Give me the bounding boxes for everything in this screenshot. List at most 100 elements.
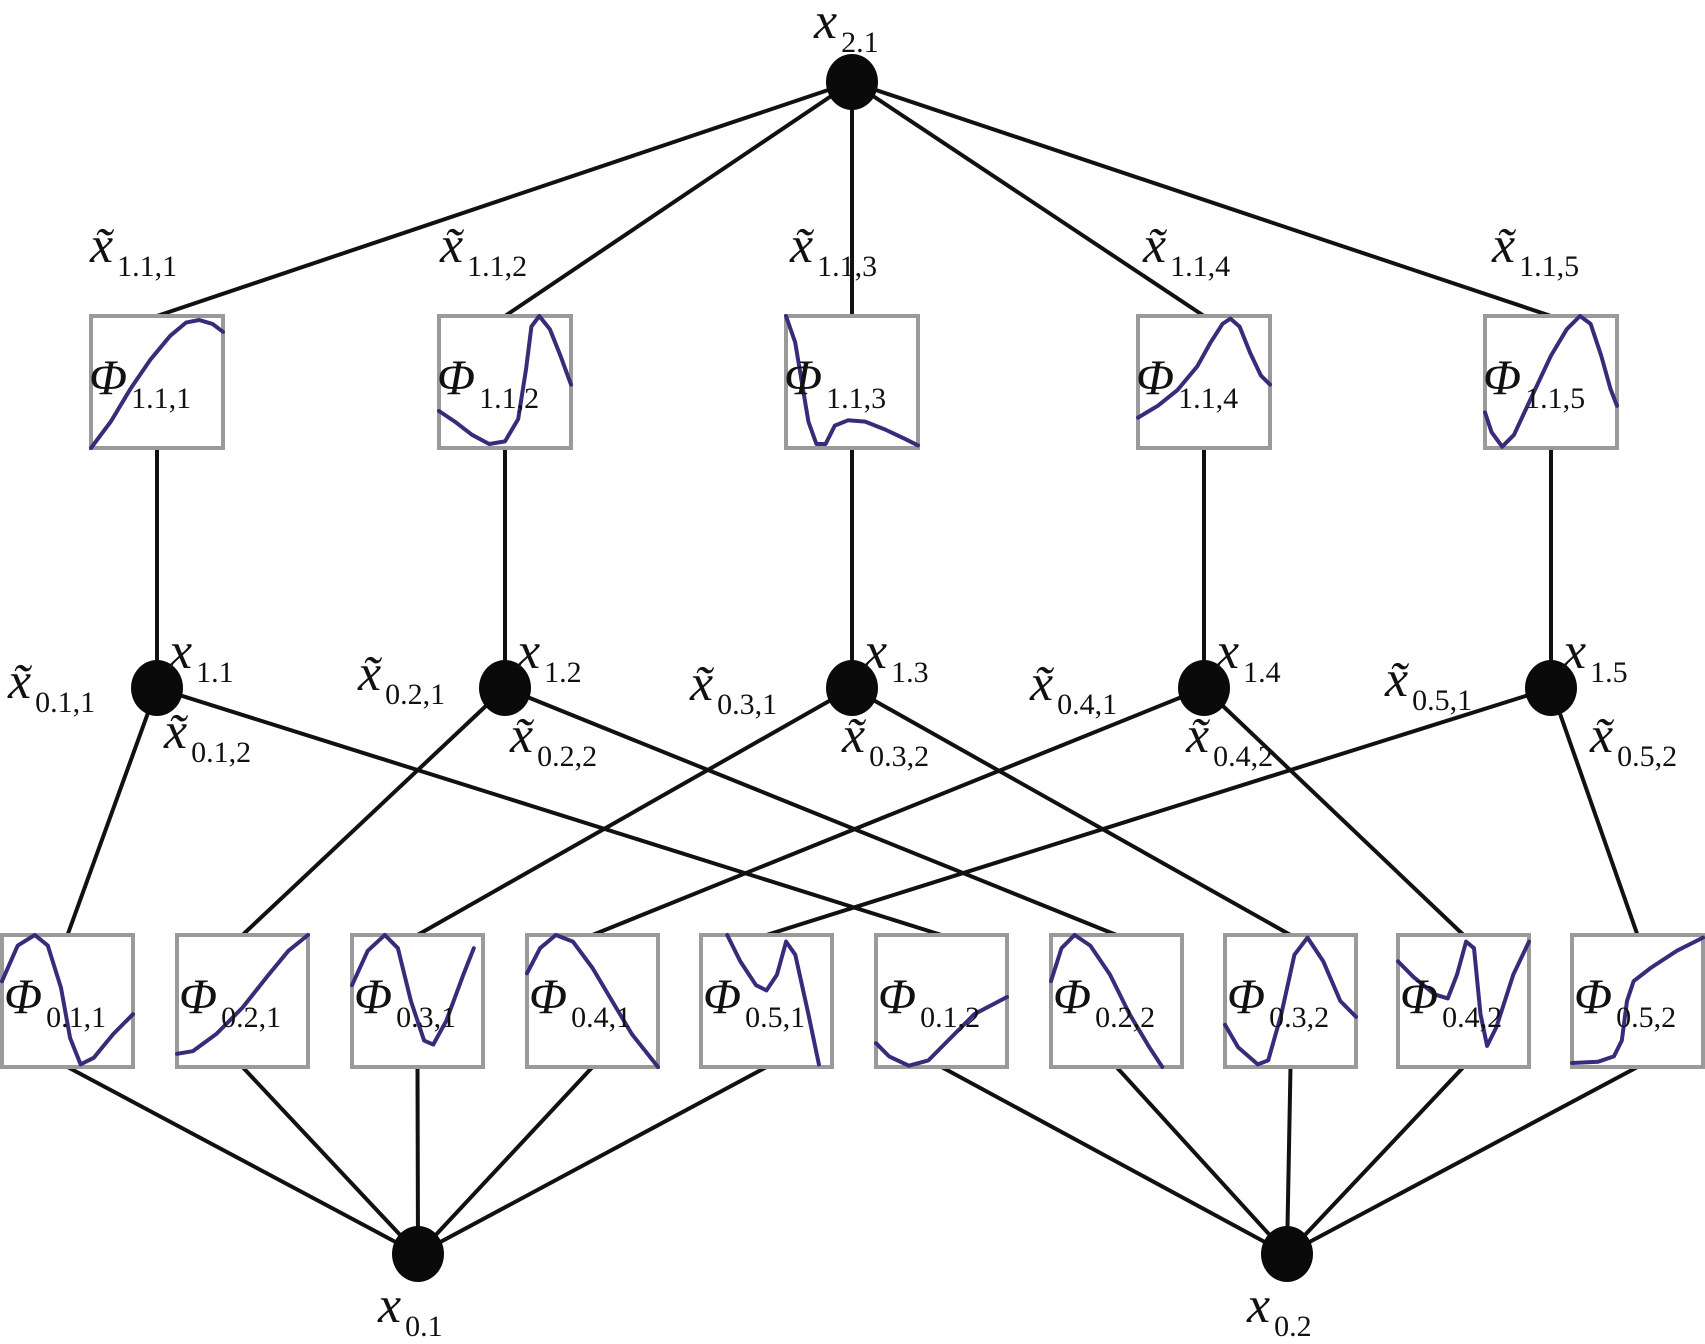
label-x-2-1-symbol: x (813, 0, 837, 50)
edge-label-x-0-5-2-subscript: 0.5,2 (1617, 740, 1677, 773)
phi-label-0-5-1-symbol: Φ (703, 968, 741, 1024)
edge-hidden-to-phi-0-5-2 (1549, 687, 1640, 936)
label-x-0-1-symbol: x (377, 1277, 401, 1334)
edge-output-to-phi-1-1-1 (156, 80, 853, 318)
edge-hidden-to-phi-0-1-1 (65, 687, 159, 936)
edge-phi-0-1-1-to-input (66, 1065, 419, 1256)
edge-label-x-1-1-4-symbol: x̃ (1142, 217, 1167, 274)
edge-label-x-1-1-5: x̃1.1,5 (1491, 217, 1579, 283)
edge-phi-0-5-2-to-input (1286, 1065, 1639, 1256)
edge-label-x-0-1-1-symbol: x̃ (7, 653, 32, 710)
label-x-1-1-symbol: x (168, 623, 192, 680)
edge-label-x-0-5-2-symbol: x̃ (1589, 707, 1614, 764)
phi-curve-0-3-2 (1223, 935, 1358, 1067)
edge-hidden-to-phi-0-3-2 (851, 686, 1292, 937)
edge-label-x-0-5-1-subscript: 0.5,1 (1412, 684, 1472, 717)
phi-label-0-4-1-symbol: Φ (529, 968, 567, 1024)
edge-label-x-0-2-1: x̃0.2,1 (357, 645, 445, 711)
label-x-1-5-subscript: 1.5 (1590, 656, 1628, 689)
edge-hidden-to-phi-0-2-1 (241, 686, 507, 937)
edge-label-x-0-5-1: x̃0.5,1 (1384, 651, 1472, 717)
phi-label-1-1-2-subscript: 1.1,2 (479, 382, 539, 415)
edge-phi-0-3-1-to-input (415, 1066, 420, 1255)
edge-hidden-to-phi-0-3-1 (416, 686, 853, 937)
edge-output-to-phi-1-1-4 (850, 80, 1206, 318)
phi-label-1-1-5-symbol: Φ (1483, 349, 1521, 405)
edge-label-x-0-4-2-symbol: x̃ (1185, 707, 1210, 764)
phi-curve-1-1-1 (89, 318, 225, 450)
phi-label-1-1-3-symbol: Φ (784, 349, 822, 405)
edge-label-x-0-3-1: x̃0.3,1 (689, 655, 777, 721)
phi-box-0-4-1 (525, 933, 660, 1069)
phi-label-0-2-1-symbol: Φ (179, 968, 217, 1024)
edge-phi-0-2-2-to-input (1115, 1065, 1289, 1256)
phi-label-1-1-4-subscript: 1.1,4 (1178, 382, 1238, 415)
phi-box-0-3-1 (350, 933, 485, 1069)
edge-phi-0-1-2-to-input (940, 1065, 1288, 1256)
label-x-0-2-symbol: x (1246, 1277, 1270, 1334)
phi-curve-1-1-2 (437, 314, 573, 446)
phi-label-0-2-1-subscript: 0.2,1 (221, 1001, 281, 1034)
phi-box-1-1-3 (784, 314, 920, 450)
phi-label-0-4-2-symbol: Φ (1400, 968, 1438, 1024)
edge-label-x-1-1-2-symbol: x̃ (439, 217, 464, 274)
edge-label-x-0-4-1: x̃0.4,1 (1029, 655, 1117, 721)
edge-hidden-to-phi-0-4-2 (1202, 686, 1465, 937)
phi-curve-0-2-1 (175, 933, 310, 1056)
phi-label-0-3-1-subscript: 0.3,1 (396, 1001, 456, 1034)
phi-curve-0-3-1 (350, 933, 476, 1047)
node-x-0-2 (1261, 1226, 1313, 1282)
label-x-1-5-symbol: x (1562, 623, 1586, 680)
phi-label-0-5-2-subscript: 0.5,2 (1616, 1001, 1676, 1034)
phi-label-1-1-4-symbol: Φ (1136, 349, 1174, 405)
phi-label-0-4-2-subscript: 0.4,2 (1442, 1001, 1502, 1034)
phi-label-0-3-1-symbol: Φ (354, 968, 392, 1024)
label-x-1-3-symbol: x (863, 623, 887, 680)
edge-label-x-0-2-1-symbol: x̃ (357, 645, 382, 702)
label-x-0-2-subscript: 0.2 (1274, 1310, 1312, 1343)
phi-curve-0-4-2 (1396, 939, 1531, 1048)
phi-label-1-1-1-symbol: Φ (89, 349, 127, 405)
phi-label-0-4-1-subscript: 0.4,1 (571, 1001, 631, 1034)
node-x-1-3 (826, 660, 878, 716)
edges-layer (65, 80, 1640, 1256)
edge-label-x-1-1-5-subscript: 1.1,5 (1519, 250, 1579, 283)
phi-box-0-3-2 (1223, 933, 1358, 1069)
label-x-1-2-symbol: x (516, 623, 540, 680)
phi-curve-0-5-2 (1570, 935, 1705, 1065)
edge-output-to-phi-1-1-5 (851, 80, 1552, 318)
label-x-1-1-subscript: 1.1 (196, 656, 234, 689)
node-x-1-1 (131, 660, 183, 716)
phi-label-0-1-1-subscript: 0.1,1 (46, 1001, 106, 1034)
node-x-2-1 (826, 54, 878, 110)
label-x-0-1-subscript: 0.1 (405, 1310, 443, 1343)
phi-label-0-5-2-symbol: Φ (1574, 968, 1612, 1024)
phi-curve-0-2-2 (1049, 933, 1165, 1069)
phi-curve-1-1-4 (1136, 316, 1272, 420)
edge-label-x-0-1-1-subscript: 0.1,1 (35, 686, 95, 719)
phi-box-0-1-1 (0, 933, 135, 1069)
edge-label-x-0-2-2-subscript: 0.2,2 (537, 740, 597, 773)
phi-curve-0-1-1 (0, 933, 135, 1067)
node-x-0-1 (392, 1226, 444, 1282)
phi-curve-1-1-3 (784, 314, 920, 448)
edge-label-x-0-3-2-subscript: 0.3,2 (869, 740, 929, 773)
phi-label-1-1-1-subscript: 1.1,1 (131, 382, 191, 415)
edge-phi-0-4-2-to-input (1285, 1065, 1465, 1256)
edge-label-x-0-4-2-subscript: 0.4,2 (1213, 740, 1273, 773)
